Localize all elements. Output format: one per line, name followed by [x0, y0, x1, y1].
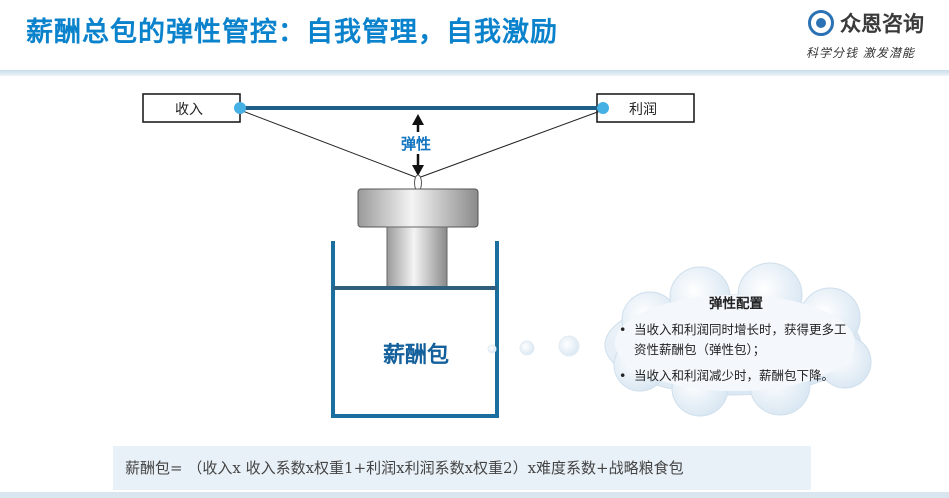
profit-box — [596, 93, 695, 123]
bubble-medium — [519, 340, 535, 356]
piston-stem — [386, 226, 448, 288]
cloud-title: 弹性配置 — [709, 296, 763, 312]
right-joint — [597, 102, 609, 114]
header-divider — [0, 70, 949, 76]
salary-package-label: 薪酬包 — [383, 343, 450, 368]
left-string — [239, 109, 419, 179]
swirl-logo-icon — [808, 10, 834, 36]
right-string — [417, 109, 604, 179]
bubble-large — [558, 335, 580, 357]
logo-name: 众恩咨询 — [840, 12, 924, 36]
income-box — [142, 93, 241, 123]
formula-bar: 薪酬包= （收入x 收入系数x权重1+利润x利润系数x权重2）x难度系数+战略粮… — [113, 446, 811, 490]
elastic-label: 弹性 — [401, 135, 432, 153]
profit-label: 利润 — [629, 102, 657, 118]
page-title: 薪酬总包的弹性管控：自我管理，自我激励 — [26, 17, 558, 48]
logo-slogan: 科学分钱 激发潜能 — [806, 46, 915, 60]
company-logo: 众恩咨询 科学分钱 激发潜能 — [802, 4, 947, 66]
bottom-divider — [0, 492, 949, 498]
piston-cap — [357, 188, 479, 228]
arrow-down — [412, 165, 424, 176]
elastic-label-bg — [398, 132, 438, 154]
cloud-item: 当收入和利润减少时，薪酬包下降。 — [616, 366, 856, 386]
package-container — [331, 241, 499, 418]
cloud-item: 当收入和利润同时增长时，获得更多工资性薪酬包（弹性包）； — [616, 320, 856, 360]
left-joint — [234, 102, 246, 114]
income-label: 收入 — [175, 102, 203, 118]
arrow-up — [412, 114, 424, 125]
cloud-text: 弹性配置 当收入和利润同时增长时，获得更多工资性薪酬包（弹性包）； 当收入和利润… — [616, 292, 856, 392]
bubble-small — [487, 344, 497, 354]
